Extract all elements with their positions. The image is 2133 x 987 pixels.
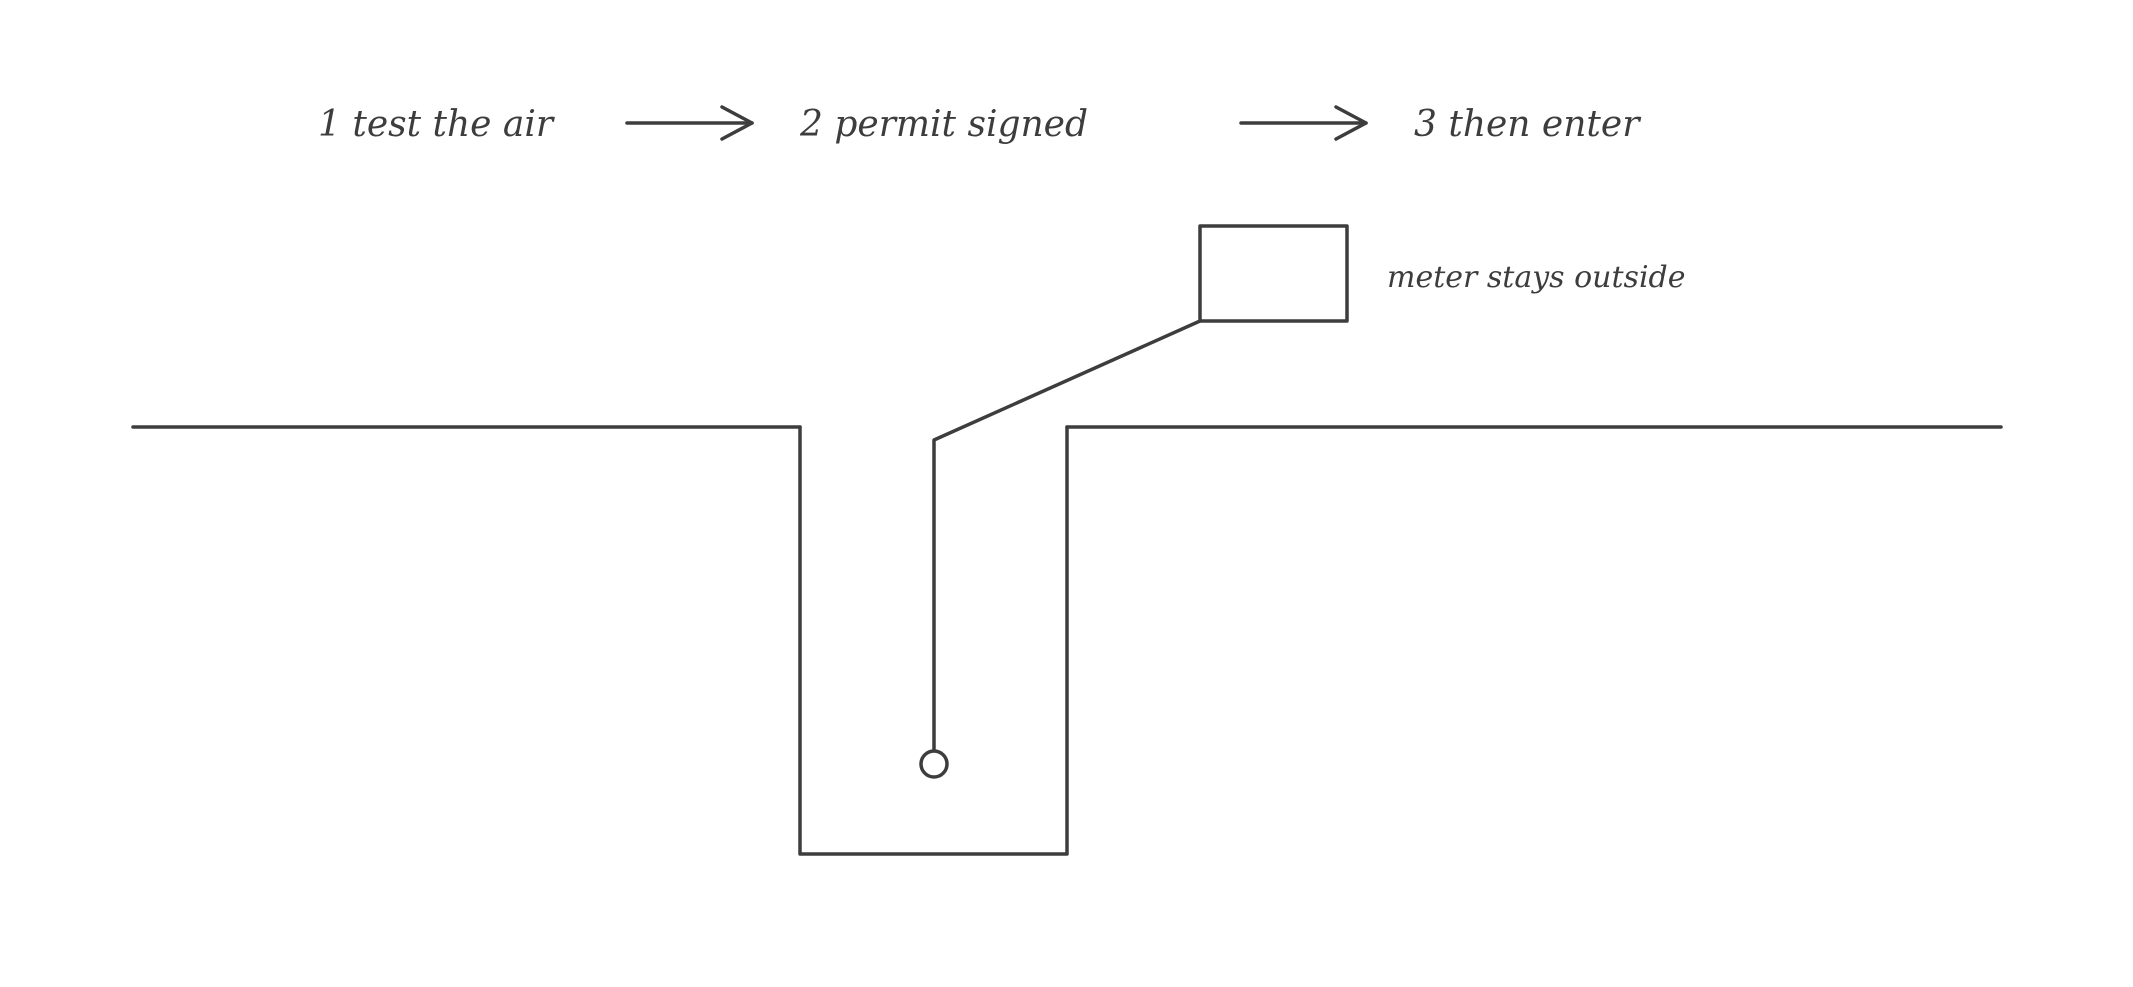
gas-meter-box [1198,224,1349,323]
sampling-probe-icon [919,749,949,779]
step-3-label: 3 then enter [1414,104,1641,145]
step-2-label: 2 permit signed [799,104,1088,145]
step-1-label: 1 test the air [318,104,555,145]
gas-meter-assembly: meter stays outside [919,224,1686,779]
pit-outline [798,425,1069,856]
ground-and-pit [131,425,2003,856]
step-sequence: 1 test the air 2 permit signed 3 then en… [318,104,1641,145]
sampling-hose [932,319,1202,752]
meter-note-label: meter stays outside [1387,260,1686,295]
arrow-icon [1239,105,1368,141]
arrow-icon [625,105,754,141]
